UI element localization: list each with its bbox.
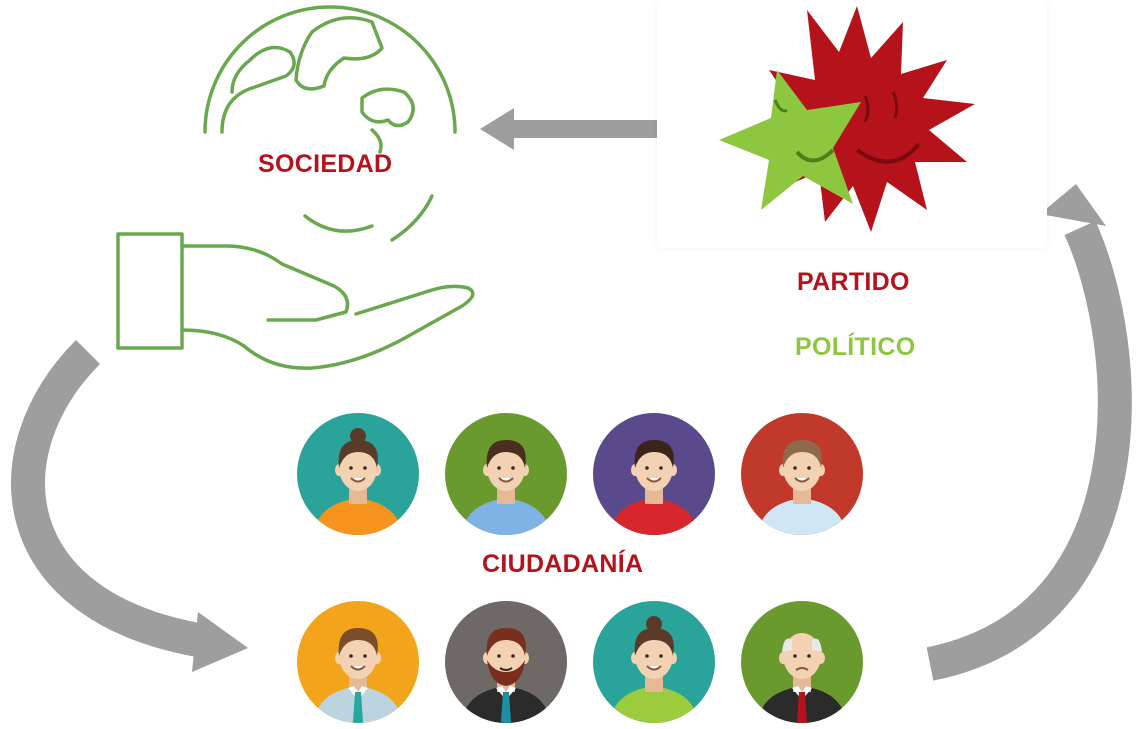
arrow-party-to-society bbox=[480, 108, 698, 150]
society-label: SOCIEDAD bbox=[258, 150, 393, 178]
person-avatar-icon bbox=[296, 412, 420, 536]
citizenship-label: CIUDADANÍA bbox=[482, 550, 644, 578]
political-label: POLÍTICO bbox=[795, 333, 916, 361]
party-logo-panel bbox=[657, 0, 1047, 248]
person-avatar-icon bbox=[444, 412, 568, 536]
person-avatar-icon bbox=[296, 600, 420, 724]
globe-in-hand-icon bbox=[116, 5, 475, 370]
arrow-society-to-citizens bbox=[11, 339, 248, 672]
person-avatar-icon bbox=[592, 600, 716, 724]
person-avatar-icon bbox=[592, 412, 716, 536]
party-label: PARTIDO bbox=[797, 268, 910, 296]
person-avatar-icon bbox=[444, 600, 568, 724]
arrow-citizens-to-party bbox=[926, 184, 1132, 681]
person-avatar-icon bbox=[740, 412, 864, 536]
person-avatar-icon bbox=[740, 600, 864, 724]
star-sun-logo-icon bbox=[719, 6, 975, 232]
